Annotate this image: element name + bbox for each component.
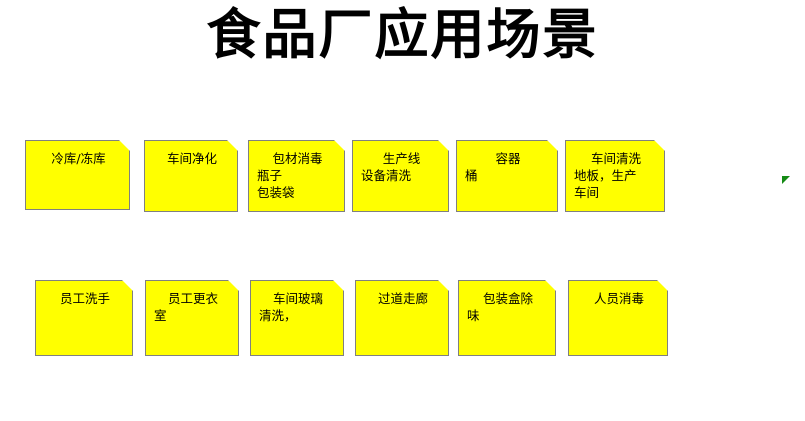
- process-note-line: 室: [154, 308, 167, 323]
- flowchart-row-1: 冷库/冻库车间净化包材消毒瓶子包装袋生产线设备清洗容器桶车间清洗地板，生产车间: [0, 140, 805, 220]
- process-note-text: 车间玻璃清洗，: [259, 290, 337, 324]
- process-note-text: 生产线设备清洗: [361, 150, 442, 184]
- process-note-text: 包材消毒瓶子包装袋: [257, 150, 338, 201]
- process-note-1-6[interactable]: 车间清洗地板，生产车间: [565, 140, 665, 212]
- process-note-text: 人员消毒: [577, 290, 661, 307]
- process-note-line: 瓶子: [257, 168, 283, 183]
- process-note-line: 员工洗手: [59, 291, 110, 306]
- process-note-1-5[interactable]: 容器桶: [456, 140, 558, 212]
- process-note-1-4[interactable]: 生产线设备清洗: [352, 140, 449, 212]
- process-note-text: 过道走廊: [364, 290, 442, 307]
- process-note-2-4[interactable]: 过道走廊: [355, 280, 449, 356]
- process-note-line: 容器: [495, 151, 521, 166]
- process-note-line: 过道走廊: [377, 291, 428, 306]
- process-note-line: 味: [467, 308, 480, 323]
- green-triangle-marker: [782, 176, 790, 184]
- process-note-line: 人员消毒: [593, 291, 644, 306]
- process-note-line: 车间净化: [166, 151, 217, 166]
- process-note-line: 包装袋: [257, 185, 295, 200]
- process-note-text: 员工洗手: [44, 290, 126, 307]
- process-note-text: 车间净化: [153, 150, 231, 167]
- process-note-2-1[interactable]: 员工洗手: [35, 280, 133, 356]
- page-title: 食品厂应用场景: [206, 3, 599, 66]
- process-note-text: 包装盒除味: [467, 290, 549, 324]
- process-note-2-2[interactable]: 员工更衣室: [145, 280, 239, 356]
- flowchart-row-2: 员工洗手员工更衣室车间玻璃清洗，过道走廊包装盒除味人员消毒: [0, 280, 805, 360]
- process-note-line: 生产线: [382, 151, 421, 166]
- process-note-line: 车间清洗: [590, 151, 641, 166]
- process-note-text: 容器桶: [465, 150, 551, 184]
- process-note-line: 冷库/冻库: [51, 151, 106, 166]
- process-note-line: 车间: [574, 185, 600, 200]
- process-note-1-3[interactable]: 包材消毒瓶子包装袋: [248, 140, 345, 212]
- process-note-line: 车间玻璃: [272, 291, 323, 306]
- process-note-2-6[interactable]: 人员消毒: [568, 280, 668, 356]
- process-note-2-5[interactable]: 包装盒除味: [458, 280, 556, 356]
- process-note-text: 冷库/冻库: [34, 150, 123, 167]
- process-note-line: 设备清洗: [361, 168, 412, 183]
- process-note-1-1[interactable]: 冷库/冻库: [25, 140, 130, 210]
- process-note-line: 清洗，: [259, 308, 297, 323]
- process-note-line: 包装盒除: [482, 291, 533, 306]
- process-note-text: 车间清洗地板，生产车间: [574, 150, 658, 201]
- process-note-2-3[interactable]: 车间玻璃清洗，: [250, 280, 344, 356]
- process-note-line: 桶: [465, 168, 478, 183]
- process-note-line: 地板，生产: [574, 168, 637, 183]
- process-note-line: 包材消毒: [272, 151, 323, 166]
- process-note-1-2[interactable]: 车间净化: [144, 140, 238, 212]
- process-note-text: 员工更衣室: [154, 290, 232, 324]
- process-note-line: 员工更衣: [167, 291, 218, 306]
